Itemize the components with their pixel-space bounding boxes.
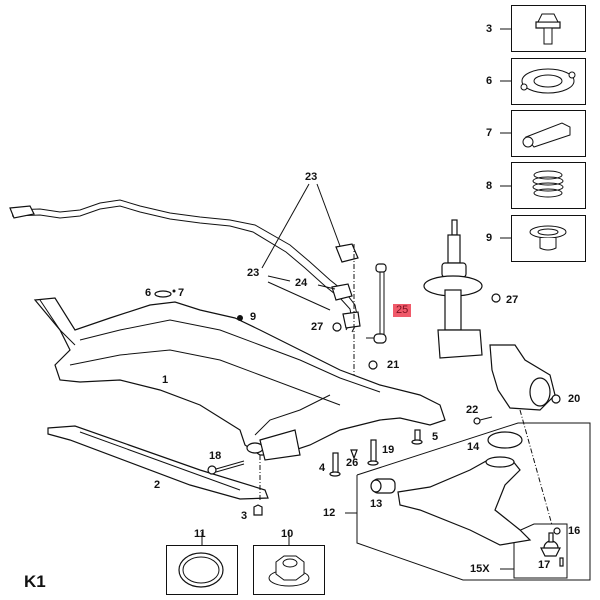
bolt-4 [329, 452, 341, 477]
part-box-7 [511, 110, 586, 157]
label-part-3: 3 [486, 23, 493, 35]
stabilizer-bushing [331, 243, 361, 329]
label-part-9: 9 [486, 232, 493, 244]
label-part-14: 14 [467, 441, 480, 453]
clip-26 [350, 449, 358, 460]
label-part-9: 9 [250, 311, 257, 323]
label-part-23: 23 [247, 267, 260, 279]
nut-21 [368, 360, 378, 370]
bolt-icon [535, 13, 561, 45]
label-part-24: 24 [295, 277, 308, 289]
label-part-19: 19 [382, 444, 395, 456]
part-6-7 [154, 289, 176, 298]
label-part-21: 21 [387, 359, 400, 371]
label-part-3: 3 [241, 510, 248, 522]
part-box-10 [253, 545, 325, 595]
label-part-22: 22 [466, 404, 479, 416]
label-part-6: 6 [486, 75, 493, 87]
label-part-7: 7 [178, 287, 185, 299]
label-part-25-highlighted: 25 [393, 304, 412, 317]
bolt-19 [367, 439, 379, 466]
bump-stop-icon [522, 122, 571, 148]
nut-20 [551, 394, 561, 404]
coil-spring-icon [532, 170, 564, 198]
flange-nut-icon [268, 555, 310, 587]
bolt-22 [473, 416, 493, 425]
mount-plate-icon [520, 68, 576, 94]
diagram-code-label: K1 [24, 572, 46, 591]
label-part-10: 10 [281, 528, 294, 540]
steering-knuckle [489, 344, 556, 411]
label-part-18: 18 [209, 450, 222, 462]
label-part-2: 2 [154, 479, 161, 491]
reinforcement-bar [47, 425, 269, 500]
bolt-18 [207, 460, 245, 475]
label-part-5: 5 [432, 431, 439, 443]
strut [423, 219, 483, 359]
stabilizer-link [366, 263, 387, 344]
part-box-8 [511, 162, 586, 209]
label-part-11: 11 [194, 528, 206, 540]
spring-seat-icon [529, 225, 567, 251]
nut-27 [332, 293, 501, 332]
label-part-26: 26 [346, 457, 359, 469]
control-arm [370, 431, 532, 546]
ball-joint [540, 527, 564, 567]
label-part-27: 27 [506, 294, 519, 306]
label-part-1: 1 [162, 374, 169, 386]
part-box-3 [511, 5, 586, 52]
label-part-15x: 15X [470, 563, 490, 575]
nut-9 [237, 315, 243, 321]
dust-cap-icon [178, 552, 224, 588]
part-box-9 [511, 215, 586, 262]
bolt-5 [411, 429, 423, 445]
control-arm-frame [356, 422, 591, 581]
label-part-16: 16 [568, 525, 581, 537]
label-part-17: 17 [538, 559, 551, 571]
label-part-23: 23 [305, 171, 318, 183]
label-part-20: 20 [568, 393, 581, 405]
label-part-27: 27 [311, 321, 324, 333]
label-part-7: 7 [486, 127, 493, 139]
part-box-11 [166, 545, 238, 595]
label-part-13: 13 [370, 498, 383, 510]
subframe [33, 297, 446, 461]
bolt-3 [253, 504, 263, 516]
label-part-8: 8 [486, 180, 493, 192]
part-box-6 [511, 58, 586, 105]
label-part-6: 6 [145, 287, 152, 299]
label-part-12: 12 [323, 507, 336, 519]
label-part-4: 4 [319, 462, 326, 474]
